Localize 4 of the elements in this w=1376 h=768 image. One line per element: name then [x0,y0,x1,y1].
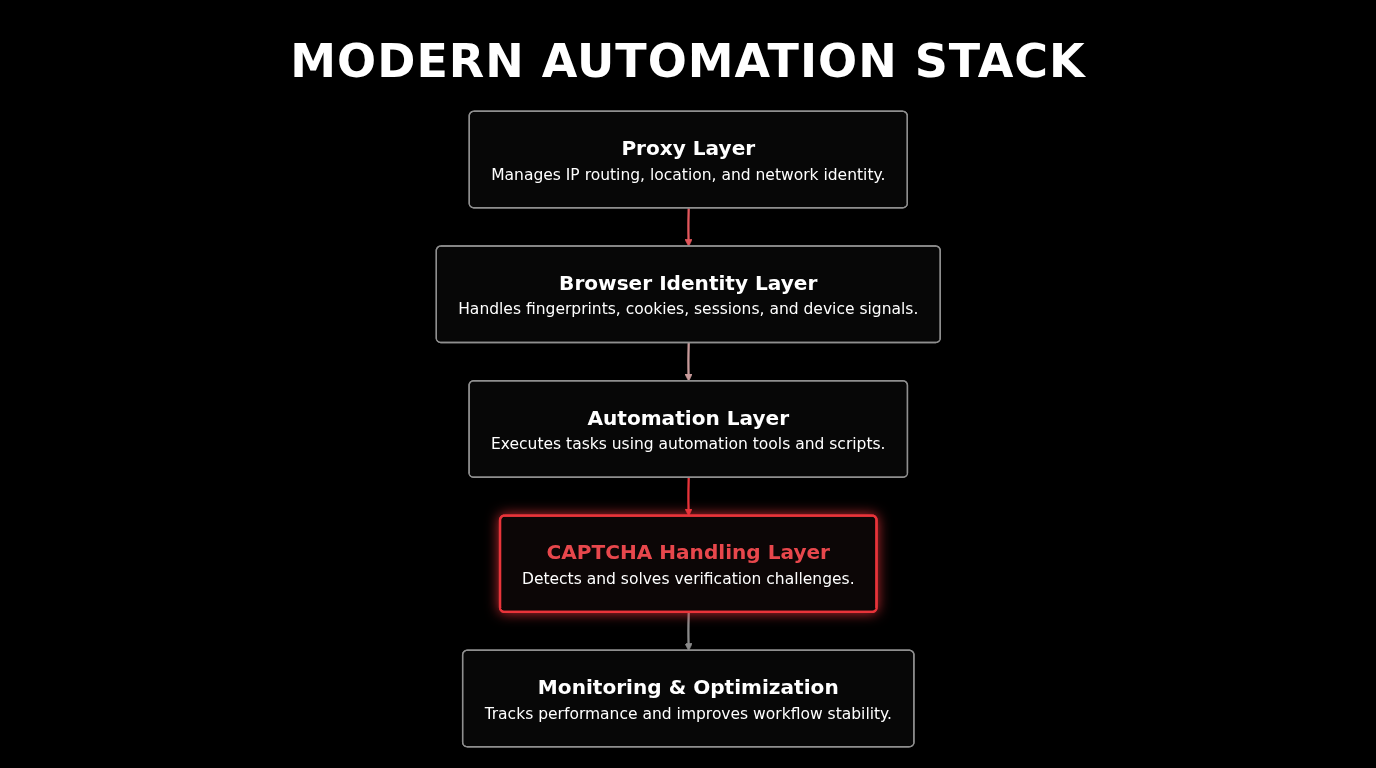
arrow [684,612,693,652]
title: MODERN AUTOMATION STACK [290,34,1086,88]
arrow [684,342,693,382]
arrow [684,208,693,247]
